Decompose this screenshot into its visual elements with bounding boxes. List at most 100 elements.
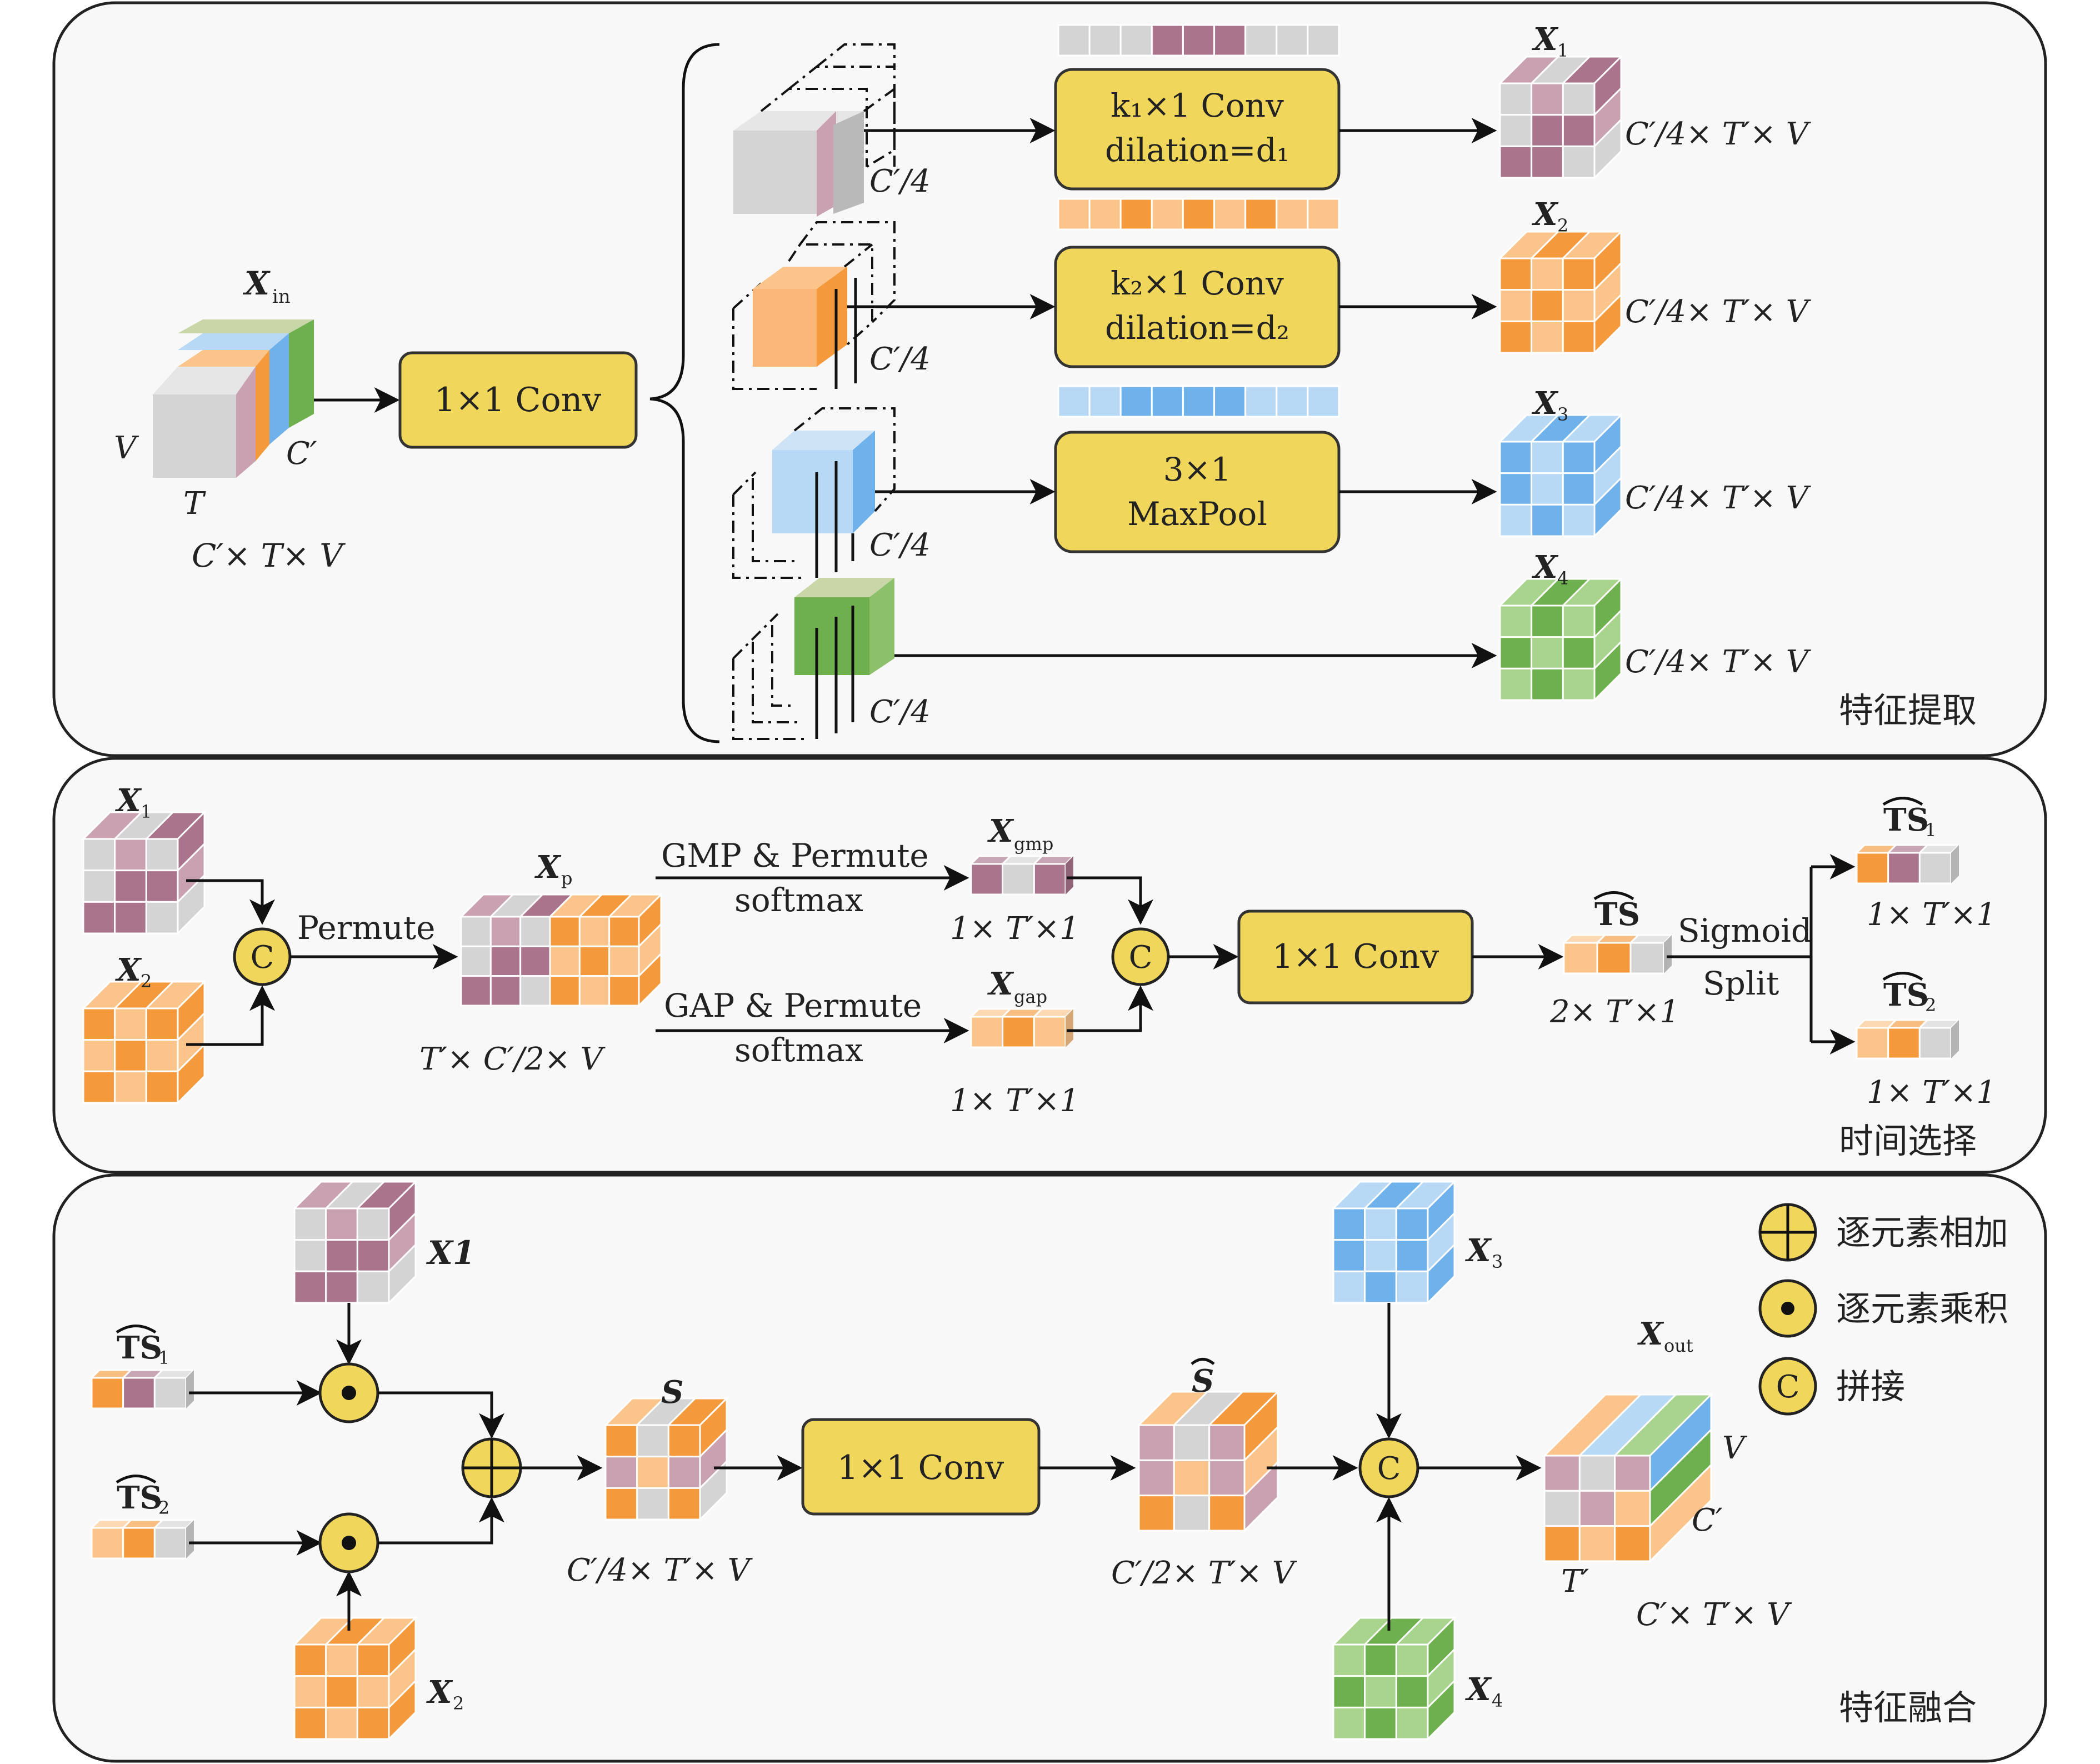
ts-dims: 2× T′×1 xyxy=(1549,994,1679,1030)
select-concat-label-1: C xyxy=(251,940,274,976)
fusion-ts2-sub: 2 xyxy=(158,1497,169,1518)
select-x2-sub: 2 xyxy=(141,971,152,992)
select-cube-x1 xyxy=(81,810,207,936)
fusion-x4-name: X xyxy=(1465,1671,1492,1708)
shat-name: S xyxy=(1192,1363,1214,1400)
output-x2-name: X xyxy=(1532,196,1559,233)
xgap-name: X xyxy=(987,966,1014,1002)
fusion-ts2-name: TS xyxy=(117,1480,162,1516)
ts2-hat xyxy=(1882,972,1923,981)
fusion-x2-name: X xyxy=(426,1674,453,1711)
ts-strip xyxy=(1562,934,1674,975)
fusion-ts2-hat xyxy=(116,1475,157,1484)
fusion-x3-sub: 3 xyxy=(1492,1251,1503,1272)
line-x1-to-concat xyxy=(186,879,275,925)
multiply-op-2-dot xyxy=(342,1536,356,1550)
xout-axis-t: T′ xyxy=(1561,1563,1589,1600)
output-x1-sub: 1 xyxy=(1557,40,1568,61)
strip-branch-1 xyxy=(1057,24,1340,57)
ts1-strip xyxy=(1854,844,1961,885)
fusion-ts1-hat xyxy=(116,1325,157,1334)
xgmp-name: X xyxy=(987,813,1014,849)
output-x3-name: X xyxy=(1532,385,1559,422)
strip-branch-2 xyxy=(1057,198,1340,231)
ts2-name: TS xyxy=(1883,977,1929,1013)
output-x4-sub: 4 xyxy=(1557,568,1568,589)
output-cube-x3 xyxy=(1498,413,1623,538)
select-cube-x2 xyxy=(81,980,207,1105)
fusion-conv-label: 1×1 Conv xyxy=(837,1448,1004,1487)
input-axis-v: V xyxy=(114,430,139,466)
branch-2-conv-line2: dilation=d₂ xyxy=(1105,309,1289,347)
branch-3-channels: C′/4 xyxy=(869,527,931,563)
fusion-cube-x2 xyxy=(292,1616,418,1741)
fusion-x2-sub: 2 xyxy=(453,1693,464,1714)
fusion-cube-x1 xyxy=(292,1180,418,1305)
section-label-extract: 特征提取 xyxy=(1839,690,1977,731)
ts-hat xyxy=(1593,891,1634,901)
multiply-op-1-dot xyxy=(342,1386,356,1400)
output-x4-name: X xyxy=(1532,549,1559,586)
s-name: S xyxy=(661,1374,683,1411)
fusion-ts2-strip xyxy=(89,1519,196,1560)
ts2-strip xyxy=(1854,1019,1961,1060)
output-x2-dims: C′/4× T′× V xyxy=(1625,294,1812,330)
xp-dims: T′× C′/2× V xyxy=(419,1041,606,1077)
panel-feature-extraction xyxy=(52,1,2047,757)
select-x1-sub: 1 xyxy=(141,801,152,822)
xp-tensor xyxy=(459,892,663,1008)
xgmp-strip xyxy=(969,855,1076,896)
input-axis-t: T xyxy=(183,486,206,522)
ts1-dims: 1× T′×1 xyxy=(1867,897,1996,933)
section-label-fusion: 特征融合 xyxy=(1839,1687,1977,1728)
split-label: Split xyxy=(1703,965,1779,1002)
xout-sub: out xyxy=(1664,1335,1693,1356)
input-tensor xyxy=(153,319,314,478)
gmp-label: GMP & Permute xyxy=(661,837,929,874)
xout-dims: C′× T′× V xyxy=(1636,1597,1792,1633)
fusion-cube-x3 xyxy=(1331,1180,1457,1305)
panel-time-selection xyxy=(52,757,2047,1174)
ts2-dims: 1× T′×1 xyxy=(1867,1075,1996,1111)
select-x2-name: X xyxy=(115,952,142,988)
ts1-hat xyxy=(1882,797,1923,806)
line-mul1-to-add xyxy=(378,1391,504,1439)
branch-1-tensor xyxy=(733,43,896,217)
branch-1-channels: C′/4 xyxy=(869,163,931,199)
sigmoid-label: Sigmoid xyxy=(1678,912,1812,950)
input-sub: in xyxy=(272,286,291,308)
legend: 逐元素相加 逐元素乘积 C 拼接 xyxy=(1758,1203,2008,1416)
fusion-ts1-sub: 1 xyxy=(158,1347,169,1368)
line-mul2-to-add xyxy=(378,1497,504,1545)
input-axis-c: C′ xyxy=(286,436,317,472)
select-x1-name: X xyxy=(115,782,142,819)
output-x3-sub: 3 xyxy=(1557,404,1568,425)
branch-1-conv-line2: dilation=d₁ xyxy=(1105,131,1289,169)
gap-softmax: softmax xyxy=(734,1031,863,1069)
ts2-sub: 2 xyxy=(1925,995,1936,1016)
permute-label: Permute xyxy=(297,909,435,947)
fusion-x1-label: X1 xyxy=(426,1234,475,1272)
line-xgap-to-concat xyxy=(1067,985,1153,1032)
fusion-cube-x4 xyxy=(1331,1616,1457,1741)
fusion-ts1-strip xyxy=(89,1369,196,1410)
branch-1-conv-line1: k₁×1 Conv xyxy=(1111,87,1284,124)
xp-name: X xyxy=(534,849,562,886)
output-x1-name: X xyxy=(1532,21,1559,58)
gap-label: GAP & Permute xyxy=(664,987,922,1025)
line-x2-to-concat xyxy=(186,985,275,1046)
svg-text:C: C xyxy=(1776,1369,1800,1405)
legend-concat-label: 拼接 xyxy=(1836,1366,1905,1407)
xgap-strip xyxy=(969,1008,1076,1048)
branch-4-channels: C′/4 xyxy=(869,694,931,730)
xgap-dims: 1× T′×1 xyxy=(950,1083,1079,1119)
output-cube-x1 xyxy=(1498,54,1623,180)
xgap-sub: gap xyxy=(1014,986,1047,1007)
xout-axis-c: C′ xyxy=(1692,1502,1723,1538)
xout-tensor xyxy=(1542,1392,1713,1563)
s-cube xyxy=(603,1396,729,1522)
strip-branch-3 xyxy=(1057,385,1340,418)
s-dims: C′/4× T′× V xyxy=(567,1552,753,1588)
ts1-name: TS xyxy=(1883,802,1929,838)
